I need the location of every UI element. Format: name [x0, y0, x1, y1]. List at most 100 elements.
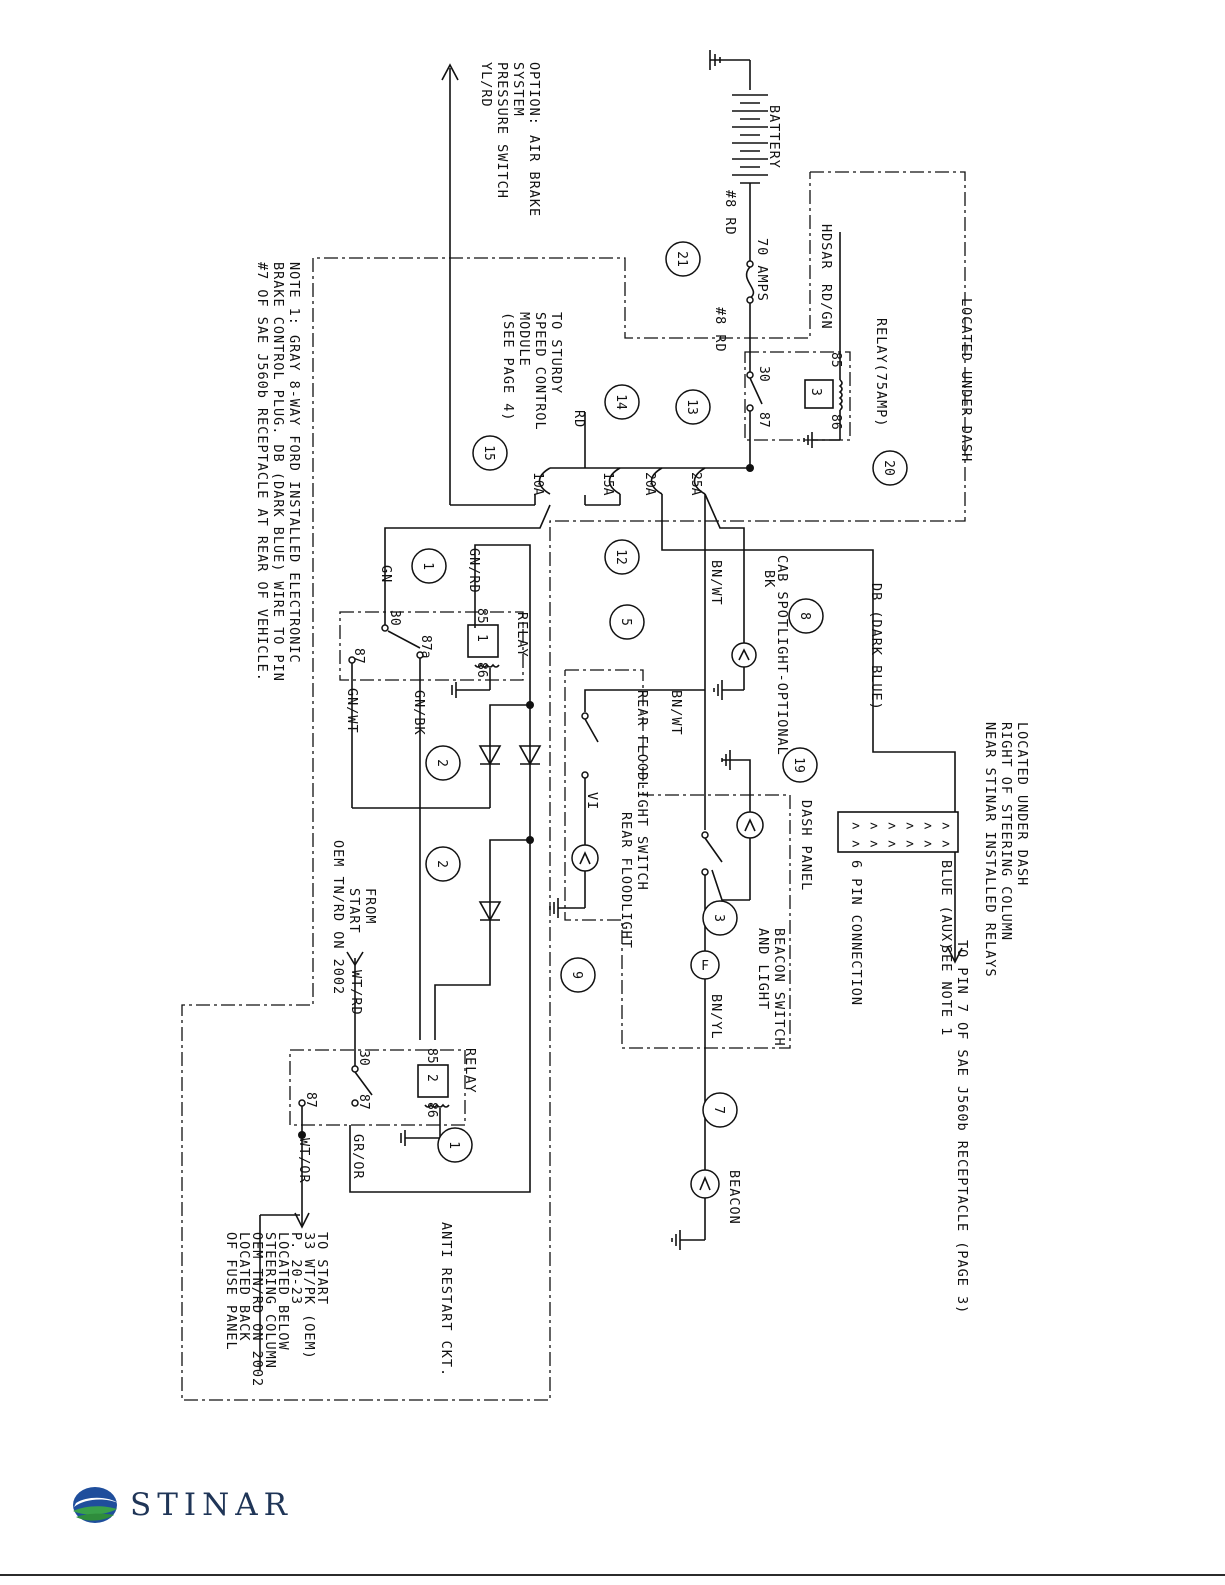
bn-wt-label-2: BN/WT: [668, 690, 684, 736]
callout-circle: [472, 435, 508, 471]
svg-text:>: >: [906, 819, 914, 834]
callout-circle: [609, 604, 645, 640]
callout-number: 21: [674, 251, 689, 267]
svg-text:LOCATED BACK: LOCATED BACK: [236, 1232, 252, 1342]
svg-text:NOTE 1: GRAY 8-WAY FORD INSTAL: NOTE 1: GRAY 8-WAY FORD INSTALLED ELECTR…: [286, 262, 302, 664]
fuse-70a-icon: [745, 260, 755, 304]
note-1: NOTE 1: GRAY 8-WAY FORD INSTALLED ELECTR…: [254, 262, 302, 682]
located-under-dash-label: LOCATED UNDER DASH: [958, 298, 974, 462]
six-pin-connector: >> >> >> >> >> >>: [837, 811, 959, 853]
air-brake-arrow-icon: [441, 63, 536, 506]
callout-circle: [437, 1127, 473, 1163]
svg-text:87: 87: [303, 1092, 318, 1108]
svg-text:LOCATED BELOW: LOCATED BELOW: [275, 1232, 291, 1351]
relay-2-coil: [417, 1064, 449, 1098]
svg-text:1: 1: [474, 634, 489, 642]
callout-number: 7: [711, 1106, 726, 1114]
fuse-20a-label: 20A: [642, 472, 657, 496]
svg-text:START: START: [346, 888, 362, 934]
floodlight-ground-icon: [549, 898, 559, 918]
callout-number: 5: [618, 618, 633, 626]
battery-icon: [732, 94, 768, 184]
blue-aux-label: BLUE (AUX): [938, 860, 954, 951]
wire-8rd-top: #8 RD: [722, 190, 738, 236]
callout-circle: [411, 548, 447, 584]
callout-circle: [788, 598, 824, 634]
bn-yl-label: BN/YL: [708, 994, 724, 1040]
relay-1-ground-icon: [451, 682, 490, 698]
svg-text:RIGHT OF STEERING COLUMN: RIGHT OF STEERING COLUMN: [998, 722, 1014, 941]
callout-circle: [872, 450, 908, 486]
svg-text:OEM TN/RD ON 2002: OEM TN/RD ON 2002: [330, 840, 346, 995]
battery-ground-icon: [709, 50, 751, 90]
svg-text:SPEED CONTROL: SPEED CONTROL: [532, 312, 548, 431]
svg-text:33 WT/PK (OEM): 33 WT/PK (OEM): [301, 1232, 317, 1360]
svg-text:85: 85: [828, 352, 843, 368]
callout-number: 8: [797, 612, 812, 620]
callout-number: 1: [420, 562, 435, 570]
bn-wt-label-1: BN/WT: [708, 560, 724, 606]
amps-70-label: 70 AMPS: [754, 238, 770, 302]
svg-text:>: >: [942, 837, 950, 852]
callout-circle: [560, 957, 596, 993]
sturdy-speed-control-note: TO STURDY SPEED CONTROL MODULE (SEE PAGE…: [500, 312, 564, 431]
beacon-label: BEACON: [726, 1170, 742, 1225]
wt-rd-label: WT/RD: [348, 970, 364, 1016]
wt-or-label: WT/OR: [296, 1138, 312, 1184]
svg-text:30: 30: [387, 610, 402, 626]
relay-1-box: [339, 611, 524, 681]
callout-circle: [425, 846, 461, 882]
beacon-ground-icon: [671, 1230, 681, 1250]
air-brake-note: OPTION: AIR BRAKE SYSTEM PRESSURE SWITCH…: [478, 62, 542, 217]
relay-1-label: RELAY: [514, 612, 530, 658]
svg-text:86: 86: [474, 662, 489, 678]
callout-number: 9: [569, 971, 584, 979]
svg-text:>: >: [906, 837, 914, 852]
vi-label: VI: [584, 792, 600, 810]
beacon-switch-note: BEACON SWITCH AND LIGHT: [755, 928, 787, 1047]
svg-text:>: >: [870, 819, 878, 834]
rear-floodlight-label: REAR FLOODLIGHT: [618, 812, 634, 949]
svg-text:86: 86: [424, 1102, 439, 1118]
to-start-note: TO START 33 WT/PK (OEM) P. 20-23 LOCATED…: [223, 1232, 330, 1387]
callout-number: 3: [711, 914, 726, 922]
callout-number: 2: [434, 759, 449, 767]
diode-3-icon: [478, 901, 502, 922]
located-under-dash-note: LOCATED UNDER DASH RIGHT OF STEERING COL…: [982, 722, 1030, 978]
diode-2-icon: [518, 745, 542, 766]
gn-label: GN: [378, 565, 394, 583]
relay-3-coil: [804, 379, 834, 409]
callout-circle: [425, 745, 461, 781]
callout-circle: [604, 539, 640, 575]
under-dash-enclosure: [181, 171, 966, 1401]
callout-number: 15: [481, 445, 496, 461]
dash-lamp-icon: [736, 811, 764, 839]
rd-wire-label: RD: [571, 410, 587, 428]
battery-label: BATTERY: [766, 105, 782, 169]
rd-gn-label: RD/GN: [818, 284, 834, 330]
gr-or-label: GR/OR: [350, 1134, 366, 1180]
svg-text:BRAKE CONTROL PLUG. DB (DARK B: BRAKE CONTROL PLUG. DB (DARK BLUE) WIRE …: [270, 262, 286, 682]
see-note1-label: SEE NOTE 1: [938, 945, 954, 1036]
svg-text:TO START: TO START: [314, 1232, 330, 1305]
spotlight-ground-icon: [713, 680, 723, 700]
cab-spotlight-icon: [731, 642, 757, 668]
relay75-label: RELAY(75AMP): [873, 318, 889, 428]
svg-text:OEM TN/RD ON 2002: OEM TN/RD ON 2002: [249, 1232, 265, 1387]
relay-3-ground-icon: [803, 432, 840, 448]
svg-text:2: 2: [424, 1074, 439, 1082]
svg-text:P. 20-23: P. 20-23: [288, 1232, 304, 1305]
stinar-globe-icon: [73, 1487, 118, 1523]
to-pin7-label: TO PIN 7 OF SAE J560b RECEPTACLE (PAGE 3…: [954, 940, 970, 1314]
callout-circle: [604, 384, 640, 420]
svg-text:>: >: [852, 837, 860, 852]
relay-1-coil: [467, 624, 499, 658]
svg-text:>: >: [888, 819, 896, 834]
callout-number: 14: [613, 394, 628, 410]
dash-panel-label: DASH PANEL: [798, 800, 814, 891]
svg-text:30: 30: [756, 366, 771, 382]
relay-2-label: RELAY: [462, 1048, 478, 1094]
gn-rd-label: GN/RD: [466, 548, 482, 594]
